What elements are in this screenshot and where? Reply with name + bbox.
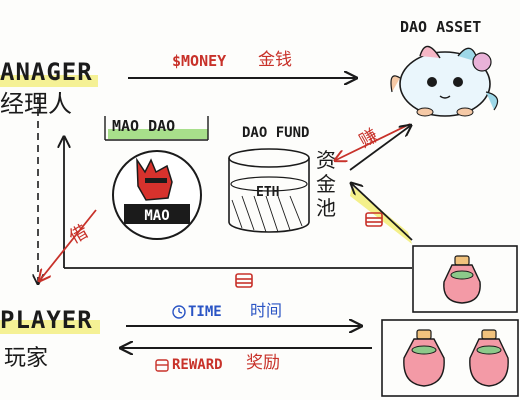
eth-label: ETH bbox=[256, 185, 280, 200]
time-cn-label: 时间 bbox=[250, 301, 283, 320]
rent-arrow bbox=[40, 209, 97, 280]
mao-dao-highlight bbox=[108, 129, 208, 139]
axie-creature-icon bbox=[390, 45, 499, 117]
potion-box-double bbox=[381, 319, 519, 397]
potion-bottle-icon bbox=[443, 255, 481, 304]
potion-bottle-icon bbox=[469, 329, 509, 387]
coin-stack-icon bbox=[235, 273, 253, 288]
money-label: $MONEY bbox=[172, 52, 227, 70]
manager-highlight bbox=[0, 75, 98, 87]
mao-dao-bracket bbox=[104, 116, 209, 141]
fund-pool-cn-1: 资 bbox=[316, 148, 336, 172]
mao-dao-logo-icon: MAO bbox=[112, 150, 202, 240]
clock-icon bbox=[172, 305, 186, 319]
player-label: PLAYER bbox=[0, 306, 93, 334]
potion-bottle-icon bbox=[403, 329, 445, 387]
dao-fund-cylinder-icon bbox=[228, 148, 310, 233]
potion-box-single bbox=[412, 245, 518, 313]
fund-pool-cn-2: 金 bbox=[316, 172, 336, 196]
reward-label: REWARD bbox=[172, 357, 223, 373]
yellow-flow-highlight bbox=[350, 186, 412, 244]
earn-arrow bbox=[336, 123, 411, 160]
dao-asset-label: DAO ASSET bbox=[400, 18, 482, 36]
coin-stack-icon bbox=[365, 212, 383, 227]
coin-stack-icon bbox=[155, 359, 169, 372]
svg-text:MAO: MAO bbox=[144, 208, 169, 224]
reward-cn-label: 奖励 bbox=[246, 353, 280, 373]
potion-to-fund-arrow bbox=[352, 184, 413, 241]
manager-label: ANAGER bbox=[0, 58, 93, 86]
mao-dao-label: MAO DAO bbox=[112, 117, 176, 135]
time-label: TIME bbox=[188, 304, 222, 320]
manager-cn-label: 经理人 bbox=[0, 90, 72, 118]
player-cn-label: 玩家 bbox=[4, 346, 49, 371]
fund-to-asset-arrow bbox=[349, 126, 410, 171]
fund-pool-cn-3: 池 bbox=[316, 196, 336, 220]
dao-fund-label: DAO FUND bbox=[242, 125, 310, 141]
player-highlight bbox=[0, 320, 100, 334]
money-cn-label: 金钱 bbox=[258, 50, 292, 70]
